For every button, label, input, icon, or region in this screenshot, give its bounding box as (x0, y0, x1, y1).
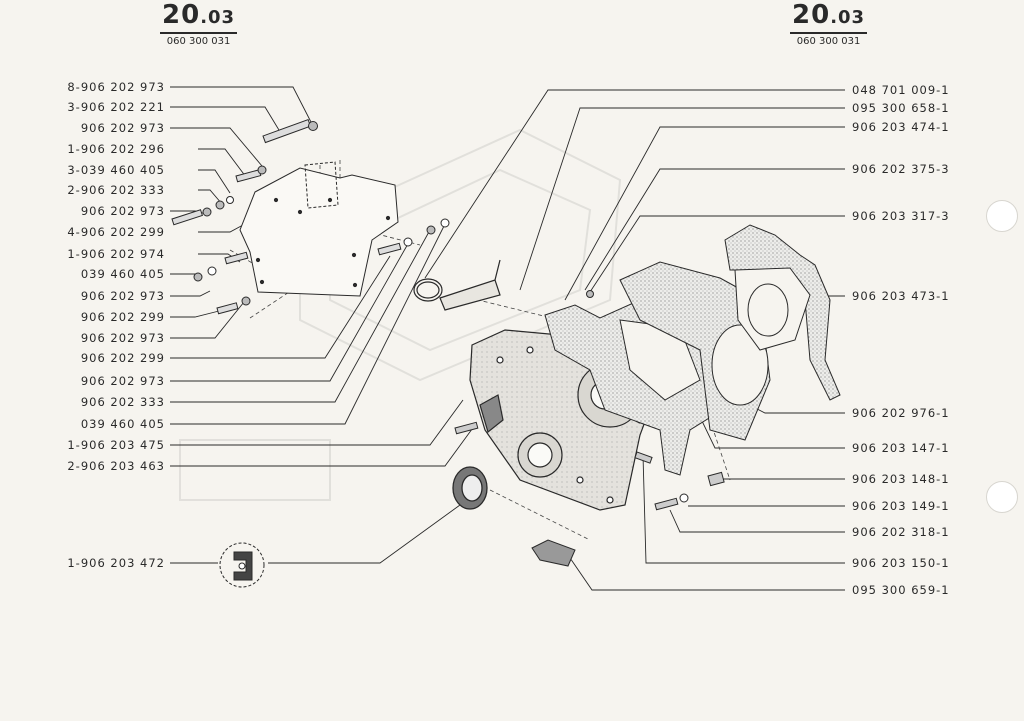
seal-detail-inset (219, 542, 265, 588)
part-label-left: 906 202 973 (80, 374, 165, 388)
header-left: 20.03 060 300 031 (160, 0, 238, 47)
part-label-right: 048 701 009-1 (852, 83, 950, 97)
part-label-left: 906 202 299 (80, 310, 165, 324)
section-number: 20.03 (792, 0, 865, 30)
part-label-right: 095 300 658-1 (852, 101, 950, 115)
part-label-right: 906 203 149-1 (852, 499, 950, 513)
part-label-left: 039 460 405 (80, 267, 165, 281)
part-label-left: 1-906 202 974 (67, 247, 165, 261)
section-main: 20 (792, 0, 831, 30)
part-label-left: 039 460 405 (80, 417, 165, 431)
rear-gasket (724, 224, 841, 401)
binder-hole-bottom (986, 481, 1018, 513)
section-sub: .03 (830, 7, 866, 28)
part-label-left: 3-039 460 405 (67, 163, 165, 177)
header-right: 20.03 060 300 031 (790, 0, 868, 47)
part-label-right: 095 300 659-1 (852, 583, 950, 597)
part-label-left: 3-906 202 221 (67, 100, 165, 114)
backing-plate (619, 261, 771, 441)
hose-clamp (413, 259, 501, 311)
upper-timing-cover (239, 161, 399, 297)
part-label-left: 906 202 973 (80, 121, 165, 135)
part-label-left: 1-906 202 296 (67, 142, 165, 156)
part-label-right: 906 203 474-1 (852, 120, 950, 134)
part-label-left: 906 202 973 (80, 204, 165, 218)
part-label-right: 906 202 976-1 (852, 406, 950, 420)
oil-seal-ring (452, 466, 488, 510)
binder-hole-top (986, 200, 1018, 232)
part-label-right: 906 203 150-1 (852, 556, 950, 570)
part-label-left: 906 202 333 (80, 395, 165, 409)
small-bracket (531, 539, 576, 567)
fasteners-left (171, 118, 450, 315)
part-label-left: 4-906 202 299 (67, 225, 165, 239)
part-label-left: 906 202 973 (80, 331, 165, 345)
part-label-right: 906 203 317-3 (852, 209, 950, 223)
part-label-left: 1-906 203 472 (67, 556, 165, 570)
part-label-right: 906 203 148-1 (852, 472, 950, 486)
section-number: 20.03 (162, 0, 235, 30)
part-label-right: 906 202 375-3 (852, 162, 950, 176)
part-label-left: 2-906 202 333 (67, 183, 165, 197)
section-sub: .03 (200, 7, 236, 28)
show-through-ghost (179, 128, 622, 501)
catalog-reference: 060 300 031 (796, 36, 861, 47)
section-main: 20 (162, 0, 201, 30)
part-label-left: 906 202 299 (80, 351, 165, 365)
part-label-right: 906 203 147-1 (852, 441, 950, 455)
part-label-right: 906 202 318-1 (852, 525, 950, 539)
fasteners-housing (454, 290, 725, 511)
part-label-left: 2-906 203 463 (67, 459, 165, 473)
leader-lines-left (170, 86, 476, 564)
catalog-reference: 060 300 031 (166, 36, 231, 47)
part-label-left: 1-906 203 475 (67, 438, 165, 452)
part-label-left: 8-906 202 973 (67, 80, 165, 94)
part-label-left: 906 202 973 (80, 289, 165, 303)
part-label-right: 906 203 473-1 (852, 289, 950, 303)
